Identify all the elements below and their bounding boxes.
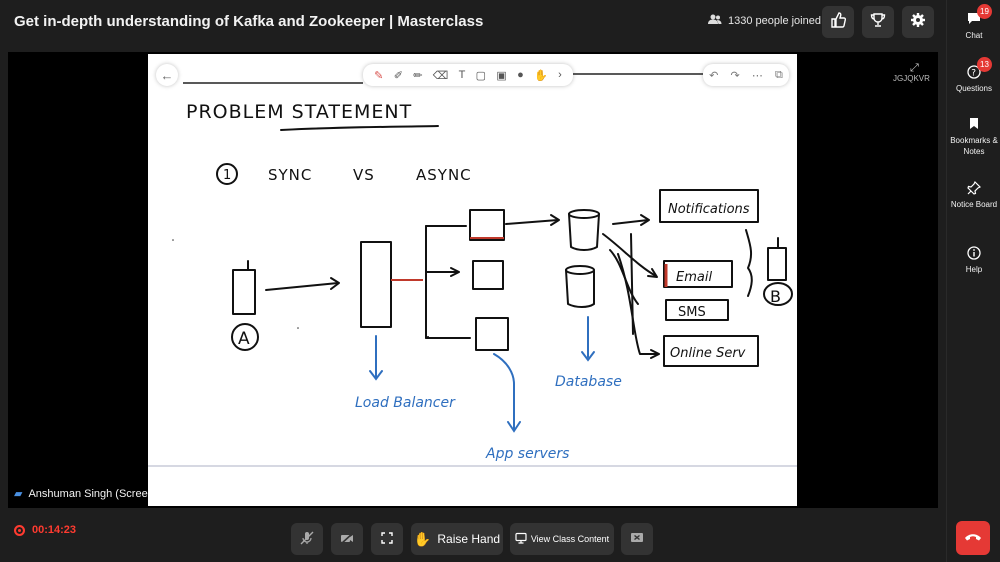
questions-label: Questions (955, 84, 993, 93)
mic-off-icon (300, 531, 314, 548)
recording-indicator: 00:14:23 (14, 524, 76, 536)
screen-share-off-button[interactable] (621, 523, 653, 555)
redo-icon[interactable]: ↷ (730, 69, 740, 82)
page-title: Get in-depth understanding of Kafka and … (14, 13, 484, 30)
mic-button[interactable] (291, 523, 323, 555)
sync-text: SYNC (268, 166, 312, 184)
bookmarks-label: Bookmarks & Notes (950, 136, 998, 156)
chevron-right-icon[interactable]: › (558, 69, 562, 81)
sidebar-item-help[interactable]: Help (947, 246, 1000, 275)
hand-icon: ✋ (413, 530, 432, 547)
right-sidebar: 19 Chat ? 13 Questions Bookmarks & Notes… (946, 0, 1000, 562)
thumbs-up-icon (830, 11, 847, 33)
image-tool-icon[interactable]: ▣ (496, 69, 507, 82)
camera-button[interactable] (331, 523, 363, 555)
email-label: Email (676, 270, 712, 285)
whiteboard: ← ✎ ✐ ✏ ⌫ T ▢ ▣ ● ✋ › ↶ ↷ ⋯ ⧉ PROBLEM ST… (148, 54, 797, 506)
node-a-label: A (238, 329, 250, 349)
pin-icon (947, 180, 1000, 197)
async-text: ASYNC (416, 166, 472, 184)
raise-hand-button[interactable]: ✋ Raise Hand (411, 523, 503, 555)
notice-board-label: Notice Board (950, 200, 998, 209)
people-joined: 1330 people joined (708, 14, 821, 28)
speaker-name: Anshuman Singh (Scree (28, 487, 148, 500)
whiteboard-toolbar: ✎ ✐ ✏ ⌫ T ▢ ▣ ● ✋ › (363, 64, 573, 86)
view-class-content-button[interactable]: View Class Content (510, 523, 614, 555)
top-bar: Get in-depth understanding of Kafka and … (0, 0, 946, 46)
chat-icon: 19 (947, 4, 1000, 28)
view-class-content-label: View Class Content (530, 534, 610, 544)
online-service-label: Online Serv (670, 346, 746, 361)
database-label: Database (555, 374, 622, 390)
chat-label: Chat (965, 31, 983, 40)
screen-share-off-icon (630, 532, 644, 547)
camera-off-icon (340, 531, 354, 548)
fullscreen-icon (381, 531, 393, 547)
undo-icon[interactable]: ↶ (709, 69, 719, 82)
copy-icon[interactable]: ⧉ (775, 68, 783, 81)
record-icon (14, 524, 25, 536)
history-toolbar: ↶ ↷ ⋯ ⧉ (703, 64, 789, 86)
sidebar-item-bookmarks[interactable]: Bookmarks & Notes (947, 117, 1000, 157)
microphone-icon[interactable]: ● (517, 69, 524, 81)
text-tool-icon[interactable]: T (458, 69, 466, 81)
pen-red-icon[interactable]: ✎ (374, 69, 384, 82)
heading-text: PROBLEM STATEMENT (186, 101, 412, 123)
phone-hangup-icon (964, 529, 982, 547)
questions-badge: 13 (977, 57, 992, 72)
end-call-button[interactable] (956, 521, 990, 555)
app-servers-label: App servers (485, 446, 569, 462)
shape-tool-icon[interactable]: ▢ (475, 69, 487, 82)
hand-tool-icon[interactable]: ✋ (534, 69, 548, 82)
people-icon (708, 14, 722, 28)
notifications-label: Notifications (668, 202, 750, 217)
svg-text:?: ? (971, 69, 976, 79)
more-icon[interactable]: ⋯ (751, 69, 763, 82)
pencil-icon[interactable]: ✐ (393, 69, 403, 82)
session-code: JGJQKVR (893, 74, 930, 83)
back-button[interactable]: ← (156, 64, 178, 86)
vs-text: VS (353, 166, 375, 184)
eraser-icon[interactable]: ⌫ (432, 69, 449, 82)
chat-badge: 19 (977, 4, 992, 19)
raise-hand-label: Raise Hand (437, 532, 501, 546)
arrow-left-icon: ← (160, 67, 174, 83)
settings-button[interactable] (902, 6, 934, 38)
screen-share-icon: ▰ (14, 488, 23, 500)
node-b-label: B (770, 287, 781, 306)
whiteboard-drawing: PROBLEM STATEMENT 1 SYNC VS ASYNC A (148, 73, 797, 467)
sidebar-item-chat[interactable]: 19 Chat (947, 4, 1000, 41)
load-balancer-label: Load Balancer (355, 395, 456, 411)
sidebar-item-notice-board[interactable]: Notice Board (947, 180, 1000, 210)
recording-time: 00:14:23 (32, 524, 77, 536)
gear-icon (910, 12, 926, 33)
item-number: 1 (223, 168, 231, 183)
people-joined-label: 1330 people joined (728, 15, 821, 27)
question-icon: ? 13 (947, 57, 1000, 81)
expand-icon[interactable]: ⤢ (910, 62, 919, 74)
monitor-icon (515, 532, 527, 546)
highlighter-icon[interactable]: ✏ (413, 69, 423, 82)
help-label: Help (965, 265, 983, 274)
trophy-icon (870, 12, 886, 33)
info-icon (947, 246, 1000, 262)
speaker-label: ▰ Anshuman Singh (Scree (14, 487, 148, 501)
like-button[interactable] (822, 6, 854, 38)
trophy-button[interactable] (862, 6, 894, 38)
bookmark-icon (947, 117, 1000, 133)
sidebar-item-questions[interactable]: ? 13 Questions (947, 57, 1000, 94)
sms-label: SMS (678, 305, 706, 320)
fullscreen-button[interactable] (371, 523, 403, 555)
